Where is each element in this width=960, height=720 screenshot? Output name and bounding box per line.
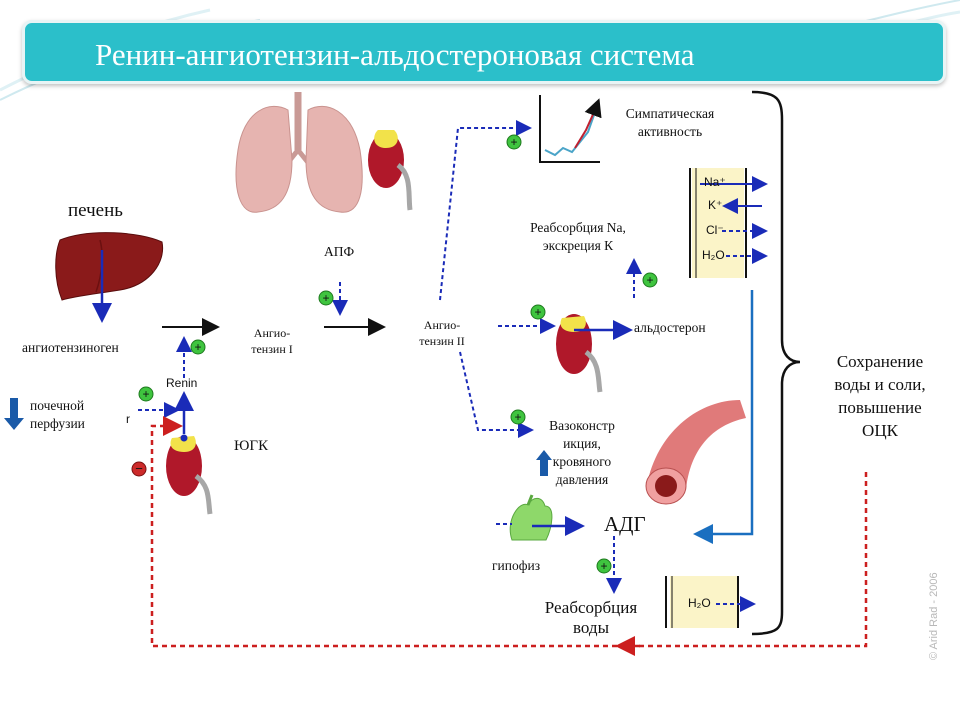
plus-sign-adrenal: + — [530, 304, 546, 320]
label-angiotensin1-b: тензин I — [251, 342, 293, 356]
label-liver: печень — [68, 200, 123, 221]
label-outcome-d: ОЦК — [862, 421, 898, 440]
label-adh: АДГ — [604, 512, 646, 536]
label-ion-na: Na⁺ — [704, 175, 726, 189]
label-perfusion-a: почечной — [30, 398, 85, 413]
label-vasoconstriction-b: икция, — [563, 436, 601, 451]
label-sympathetic-b: активность — [637, 124, 703, 139]
label-angiotensin2-b: тензин II — [419, 334, 465, 348]
label-vasoconstriction-a: Вазоконстр — [549, 418, 615, 433]
label-angiotensinogen: ангиотензиноген — [22, 340, 119, 355]
label-vasoconstriction-c: кровяного — [552, 454, 612, 469]
svg-text:+: + — [646, 273, 653, 287]
perfusion-down-icon — [4, 398, 24, 430]
label-reabsorption-na-b: экскреция К — [542, 238, 614, 253]
feedback-to-adh-arrow — [693, 290, 754, 544]
label-reabsorption-water-b: воды — [573, 618, 609, 637]
branch-vasoconstriction — [459, 351, 534, 438]
pituitary-image — [509, 494, 553, 541]
svg-text:+: + — [534, 305, 541, 319]
svg-text:+: + — [600, 559, 607, 573]
plus-sign-aldosterone: + — [642, 272, 658, 288]
svg-text:−: − — [135, 461, 143, 476]
label-ion-k: K⁺ — [708, 198, 723, 212]
title-bar: Ренин-ангиотензин-альдостероновая систем… — [22, 20, 946, 84]
label-r: r — [126, 412, 130, 426]
label-renin: Renin — [166, 376, 198, 390]
svg-text:+: + — [194, 340, 201, 354]
label-reabsorption-water-a: Реабсорбция — [544, 598, 638, 617]
pressure-up-icon — [536, 450, 552, 476]
label-angiotensin2-a: Ангио- — [423, 318, 461, 332]
label-aldosterone: альдостерон — [634, 320, 706, 335]
label-pituitary: гипофиз — [492, 558, 541, 573]
plus-sign-adh: + — [596, 558, 612, 574]
negative-feedback-loop — [150, 416, 868, 648]
svg-text:+: + — [514, 410, 521, 424]
label-ion-h2o-lower: H₂O — [688, 596, 711, 610]
label-reabsorption-na-a: Реабсорбция Na, — [530, 220, 626, 235]
branch-sympathetic — [439, 120, 532, 301]
label-angiotensin1-a: Ангио- — [253, 326, 291, 340]
kidney-upper-image — [368, 130, 413, 211]
plus-sign-ace: + — [318, 290, 334, 306]
label-ace: АПФ — [324, 244, 355, 259]
label-jga: ЮГК — [234, 438, 269, 454]
tubule-upper-image — [689, 168, 768, 278]
kidney-middle-image — [556, 314, 603, 393]
label-sympathetic-a: Симпатическая — [625, 106, 715, 121]
blood-vessel-image — [645, 400, 746, 505]
minus-sign-feedback: − — [131, 461, 147, 477]
kidney-jga-image — [166, 434, 213, 515]
tubule-lower-image — [665, 576, 756, 628]
outcome-brace — [751, 90, 801, 636]
svg-text:+: + — [510, 135, 517, 149]
label-outcome-a: Сохранение — [836, 352, 924, 371]
plus-sign-sympathetic: + — [506, 134, 522, 150]
plus-sign-perfusion: + — [138, 386, 154, 402]
label-perfusion-b: перфузии — [30, 416, 85, 431]
svg-text:+: + — [142, 387, 149, 401]
label-outcome-b: воды и соли, — [834, 375, 926, 394]
plus-sign-vasoconstriction: + — [510, 409, 526, 425]
svg-text:+: + — [322, 291, 329, 305]
page-title: Ренин-ангиотензин-альдостероновая систем… — [95, 37, 695, 72]
label-vasoconstriction-d: давления — [555, 472, 609, 487]
lungs-image — [235, 92, 363, 213]
label-ion-cl: Cl⁻ — [706, 223, 724, 237]
liver-image — [55, 232, 164, 301]
credit-watermark: © Arid Rad - 2006 — [928, 572, 940, 660]
sympathetic-graph-icon — [539, 95, 602, 163]
label-outcome-c: повышение — [838, 398, 922, 417]
plus-sign-renin: + — [190, 339, 206, 355]
label-ion-h2o-upper: H₂O — [702, 248, 725, 262]
